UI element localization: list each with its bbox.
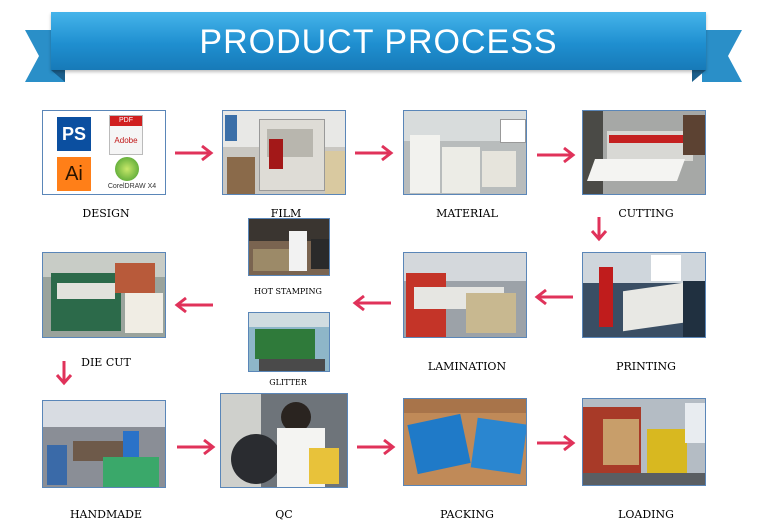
- arrow-down-icon: [55, 361, 73, 386]
- design-photo: PS PDF Adobe Ai CorelDRAW X4: [42, 110, 166, 195]
- handmade-photo: [42, 400, 166, 488]
- illustrator-icon: Ai: [57, 157, 91, 191]
- arrow-right-icon: [537, 434, 576, 452]
- coreldraw-icon: [115, 157, 139, 181]
- step-label-material: MATERIAL: [436, 207, 498, 220]
- arrow-left-icon: [534, 288, 573, 306]
- arrow-down-icon: [590, 217, 608, 242]
- step-label-handmade: HANDMADE: [69, 508, 143, 521]
- arrow-left-icon: [174, 296, 213, 314]
- step-label-loading: LOADING: [618, 508, 674, 521]
- arrow-right-icon: [357, 438, 396, 456]
- arrow-right-icon: [355, 144, 394, 162]
- step-label-hot-stamping: HOT STAMPING: [254, 287, 322, 296]
- banner-tail-right: [702, 30, 742, 82]
- step-label-glitter: GLITTER: [269, 378, 307, 387]
- lamination-photo: [403, 252, 527, 338]
- step-label-qc: QC: [275, 508, 293, 521]
- step-label-die-cut: DIE CUT: [81, 356, 131, 369]
- qc-photo: [220, 393, 348, 488]
- arrow-right-icon: [537, 146, 576, 164]
- step-label-printing: PRINTING: [616, 360, 676, 373]
- arrow-right-icon: [177, 438, 216, 456]
- packing-photo: [403, 398, 527, 486]
- coreldraw-label: CorelDRAW X4: [107, 183, 157, 190]
- arrow-left-icon: [352, 294, 391, 312]
- die-cut-photo: [42, 252, 166, 338]
- film-photo: [222, 110, 346, 195]
- photoshop-icon: PS: [57, 117, 91, 151]
- cutting-photo: [582, 110, 706, 195]
- arrow-right-icon: [175, 144, 214, 162]
- printing-photo: [582, 252, 706, 338]
- step-label-design: DESIGN: [82, 207, 130, 220]
- material-photo: [403, 110, 527, 195]
- step-label-cutting: CUTTING: [618, 207, 674, 220]
- step-label-packing: PACKING: [440, 508, 494, 521]
- banner: [51, 12, 706, 70]
- hot-stamping-photo: [248, 218, 330, 276]
- banner-title: PRODUCT PROCESS: [199, 23, 558, 61]
- pdf-icon: PDF Adobe: [109, 115, 143, 155]
- glitter-photo: [248, 312, 330, 372]
- loading-photo: [582, 398, 706, 486]
- step-label-lamination: LAMINATION: [427, 360, 507, 373]
- step-label-film: FILM: [270, 207, 302, 220]
